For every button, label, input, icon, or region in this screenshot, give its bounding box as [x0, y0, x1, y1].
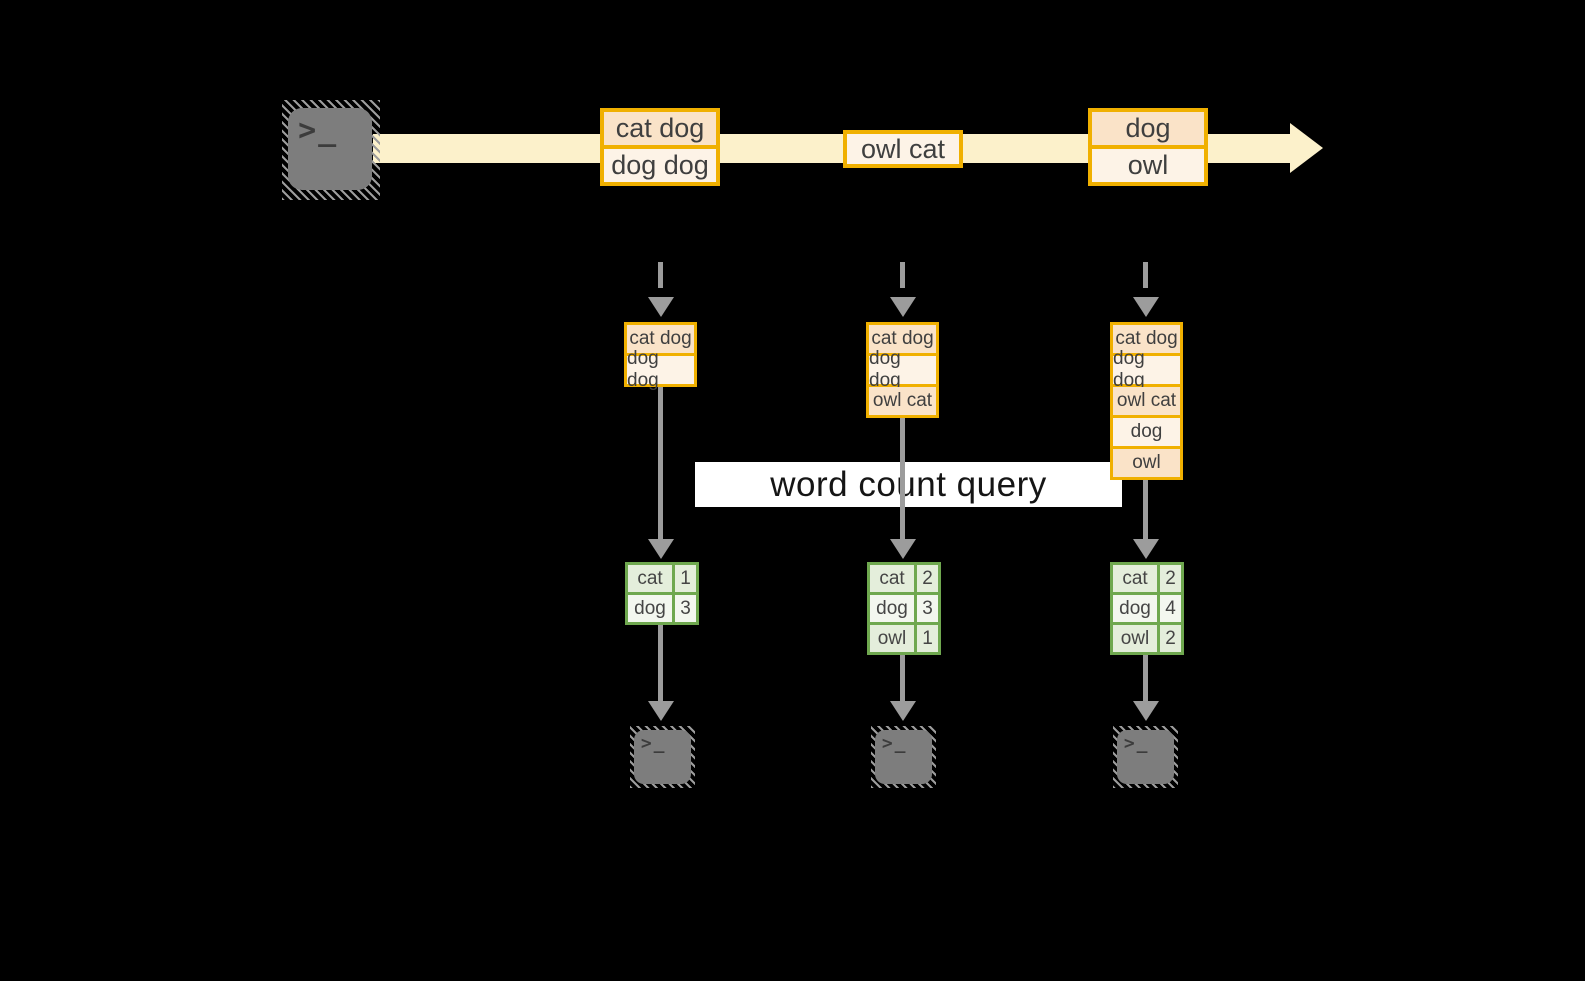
count-value: 2: [917, 565, 938, 592]
stream-record: dog dog: [604, 149, 716, 182]
sink-terminal-icon: >_: [630, 726, 695, 788]
count-word: cat: [870, 565, 914, 592]
output-arrowhead-icon: [890, 701, 916, 721]
count-value: 3: [675, 595, 696, 622]
stream-arrowhead-icon: [1290, 123, 1323, 173]
count-word: dog: [1113, 595, 1157, 622]
query-arrow: [900, 418, 905, 540]
terminal-screen: >_: [875, 730, 932, 784]
stream-event-batch-2: owl cat: [843, 130, 963, 168]
terminal-prompt-icon: >_: [881, 733, 908, 755]
stack-record: dog dog: [869, 348, 936, 391]
output-arrow: [900, 655, 905, 702]
count-word: cat: [628, 565, 672, 592]
stack-record: owl cat: [1113, 387, 1180, 415]
count-value: 1: [675, 565, 696, 592]
count-value: 2: [1160, 565, 1181, 592]
dashed-arrowhead-icon: [1133, 297, 1159, 317]
terminal-screen: >_: [288, 108, 372, 190]
dashed-arrow: [900, 262, 905, 288]
count-value: 3: [917, 595, 938, 622]
dashed-arrow: [658, 262, 663, 288]
output-arrowhead-icon: [1133, 701, 1159, 721]
stack-record: cat dog: [1113, 325, 1180, 353]
terminal-prompt-icon: >_: [640, 733, 667, 755]
stream-event-batch-1: cat dog dog dog: [600, 108, 720, 186]
count-value: 1: [917, 625, 938, 652]
dashed-arrowhead-icon: [648, 297, 674, 317]
output-arrow: [1143, 655, 1148, 702]
stream-event-batch-3: dog owl: [1088, 108, 1208, 186]
count-table-2: cat 2 dog 3 owl 1: [867, 562, 941, 655]
sink-terminal-icon: >_: [1113, 726, 1178, 788]
query-label: word count query: [770, 464, 1047, 504]
stream-record: owl: [1092, 149, 1204, 182]
query-arrowhead-icon: [1133, 539, 1159, 559]
batch-stack-1: cat dog dog dog: [624, 322, 697, 391]
terminal-screen: >_: [634, 730, 691, 784]
query-arrow: [1143, 480, 1148, 540]
sink-terminal-icon: >_: [871, 726, 936, 788]
stack-record: owl cat: [869, 387, 936, 415]
stack-record: dog: [1113, 418, 1180, 446]
count-word: owl: [870, 625, 914, 652]
count-table-1: cat 1 dog 3: [625, 562, 699, 625]
terminal-prompt-icon: >_: [298, 112, 339, 148]
count-word: dog: [628, 595, 672, 622]
batch-stack-2: cat dog dog dog owl cat: [866, 322, 939, 418]
count-word: owl: [1113, 625, 1157, 652]
terminal-prompt-icon: >_: [1123, 733, 1150, 755]
batch-stack-3: cat dog dog dog owl cat dog owl: [1110, 322, 1183, 480]
query-label-band: word count query: [695, 462, 1122, 507]
stack-record: dog dog: [1113, 348, 1180, 391]
query-arrow: [658, 387, 663, 540]
query-arrowhead-icon: [890, 539, 916, 559]
query-arrowhead-icon: [648, 539, 674, 559]
count-value: 2: [1160, 625, 1181, 652]
count-word: cat: [1113, 565, 1157, 592]
stack-record: cat dog: [869, 325, 936, 353]
count-value: 4: [1160, 595, 1181, 622]
count-table-3: cat 2 dog 4 owl 2: [1110, 562, 1184, 655]
terminal-screen: >_: [1117, 730, 1174, 784]
stream-record: dog: [1092, 112, 1204, 145]
output-arrow: [658, 625, 663, 702]
output-arrowhead-icon: [648, 701, 674, 721]
stream-record: cat dog: [604, 112, 716, 145]
count-word: dog: [870, 595, 914, 622]
stream-record: owl cat: [847, 134, 959, 164]
source-terminal-icon: >_: [282, 100, 380, 200]
stack-record: owl: [1113, 449, 1180, 477]
stack-record: cat dog: [627, 325, 694, 353]
dashed-arrowhead-icon: [890, 297, 916, 317]
dashed-arrow: [1143, 262, 1148, 288]
stack-record: dog dog: [627, 348, 694, 391]
